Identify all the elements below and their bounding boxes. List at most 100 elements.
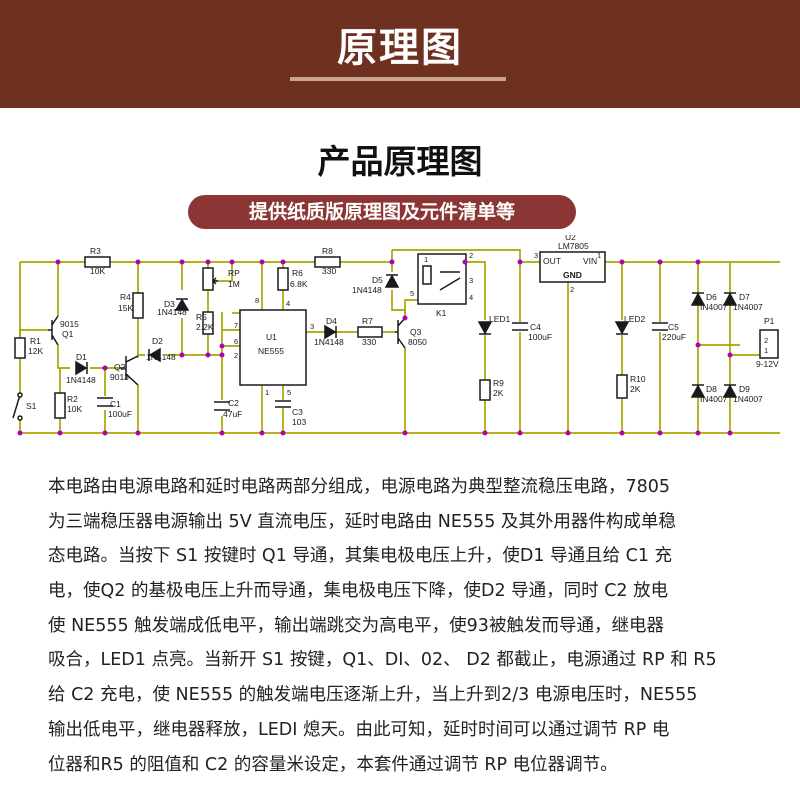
pin-u1-5: 5 — [287, 388, 291, 397]
header-underline — [290, 77, 506, 81]
label-c2: C2 — [228, 398, 239, 408]
d4-diode — [324, 324, 337, 340]
description-line: 给 C2 充电，使 NE555 的触发端电压逐渐上升，当上升到2/3 电源电压时… — [48, 685, 698, 706]
label-u1: U1 — [266, 332, 277, 342]
r1-resistor — [14, 337, 26, 359]
d8-diode — [690, 384, 706, 398]
d6-diode — [690, 292, 706, 306]
label-rp-value: 1M — [228, 279, 240, 289]
r5-resistor — [202, 311, 214, 335]
k1-relay — [417, 253, 467, 305]
label-c1-value: 100uF — [108, 409, 132, 419]
label-s1: S1 — [26, 401, 37, 411]
junction-dots — [17, 259, 733, 436]
label-r7: R7 — [362, 316, 373, 326]
r2-resistor — [54, 392, 66, 419]
pin-u1-6: 6 — [234, 337, 238, 346]
label-r9-value: 2K — [493, 388, 504, 398]
r8-resistor — [314, 256, 341, 268]
label-d1: D1 — [76, 352, 87, 362]
label-d6: D6 — [706, 292, 717, 302]
label-q2-value: 9013 — [110, 372, 129, 382]
q1-transistor — [48, 315, 59, 346]
label-k1: K1 — [436, 308, 447, 318]
d2-diode — [148, 347, 161, 363]
label-q2: Q2 — [114, 362, 126, 372]
u1-ne555 — [239, 309, 307, 386]
pin-k1-2: 2 — [469, 251, 473, 260]
led1 — [477, 321, 493, 335]
r3-resistor — [84, 256, 111, 268]
r6-resistor — [277, 267, 289, 291]
label-r1: R1 — [30, 336, 41, 346]
label-d8: D8 — [706, 384, 717, 394]
label-r4: R4 — [120, 292, 131, 302]
label-u2: U2 — [565, 235, 576, 242]
label-r8-value: 330 — [322, 266, 336, 276]
description-line: 使 NE555 触发端成低电平，输出端跳交为高电平，使93被触发而导通，继电器 — [48, 615, 664, 636]
r9-resistor — [479, 379, 491, 401]
description-line: 态电路。当按下 S1 按键时 Q1 导通，其集电极电压上升，使D1 导通且给 C… — [48, 546, 673, 567]
label-u1-value: NE555 — [258, 346, 284, 356]
circuit-schematic: R3 10K R4 15K RP 1M R5 2.2K R6 6.8K R8 3… — [12, 235, 780, 436]
pin-u1-2: 2 — [234, 351, 238, 360]
r7-resistor — [357, 326, 383, 338]
pin-k1-3: 3 — [469, 276, 473, 285]
label-r3: R3 — [90, 246, 101, 256]
label-gnd: GND — [563, 270, 582, 280]
label-r1-value: 12K — [28, 346, 43, 356]
d7-diode — [722, 292, 738, 306]
description-line: 位器和R5 的阻值和 C2 的容量米设定，本套件通过调节 RP 电位器调节。 — [48, 754, 618, 775]
label-c1: C1 — [110, 399, 121, 409]
label-d5: D5 — [372, 275, 383, 285]
description-line: 电，使Q2 的基极电压上升而导通，集电极电压下降，使D2 导通，同时 C2 放电 — [48, 581, 669, 602]
label-d5-value: 1N4148 — [352, 285, 382, 295]
q2-transistor — [120, 355, 139, 386]
label-d7: D7 — [739, 292, 750, 302]
pin-p1-1: 1 — [764, 346, 768, 355]
header-title: 原理图 — [337, 25, 463, 71]
label-d3-value: 1N4148 — [157, 307, 187, 317]
pin-k1-4: 4 — [469, 293, 473, 302]
c5-capacitor — [652, 322, 668, 331]
d1-diode — [75, 360, 88, 376]
subtitle-badge: 提供纸质版原理图及元件清单等 — [188, 195, 576, 229]
r10-resistor — [616, 374, 628, 399]
label-d2: D2 — [152, 336, 163, 346]
label-d9-value: 1N4007 — [733, 394, 763, 404]
label-c5: C5 — [668, 322, 679, 332]
s1-switch — [12, 394, 21, 419]
c4-capacitor — [512, 322, 528, 331]
label-c4-value: 100uF — [528, 332, 552, 342]
label-r9: R9 — [493, 378, 504, 388]
label-d9: D9 — [739, 384, 750, 394]
label-r5: R5 — [196, 312, 207, 322]
label-d3: D3 — [164, 299, 175, 309]
u2-regulator — [539, 251, 606, 283]
label-p1: P1 — [764, 316, 775, 326]
c1-capacitor — [97, 397, 113, 407]
label-r3-value: 10K — [90, 266, 105, 276]
label-d6-value: IN4007 — [700, 302, 728, 312]
label-r2: R2 — [67, 394, 78, 404]
label-r2-value: 10K — [67, 404, 82, 414]
label-c2-value: 47uF — [223, 409, 242, 419]
description-line: 本电路由电源电路和延时电路两部分组成，电源电路为典型整流稳压电路，7805 — [48, 477, 671, 497]
d5-diode — [384, 274, 400, 288]
label-c5-value: 220uF — [662, 332, 686, 342]
section-title: 产品原理图 — [317, 142, 483, 181]
header-banner: 原理图 — [0, 0, 800, 108]
pin-u2-3: 3 — [534, 251, 538, 260]
label-d2-value: 1N4148 — [146, 352, 176, 362]
label-u2-value: LM7805 — [558, 241, 589, 251]
label-c4: C4 — [530, 322, 541, 332]
c3-capacitor — [275, 400, 291, 408]
description-line: 吸合，LED1 点亮。当新开 S1 按键，Q1、DI、02、 D2 都截止，电源… — [48, 650, 717, 671]
description-line: 输出低电平，继电器释放，LEDI 熄天。由此可知，延时时间可以通过调节 RP 电 — [48, 719, 670, 740]
circuit-description: 本电路由电源电路和延时电路两部分组成，电源电路为典型整流稳压电路，7805 为三… — [48, 470, 768, 782]
pin-u2-1: 1 — [597, 251, 601, 260]
label-c3: C3 — [292, 407, 303, 417]
label-q3: Q3 — [410, 327, 422, 337]
label-r8: R8 — [322, 246, 333, 256]
q3-transistor — [395, 317, 406, 349]
